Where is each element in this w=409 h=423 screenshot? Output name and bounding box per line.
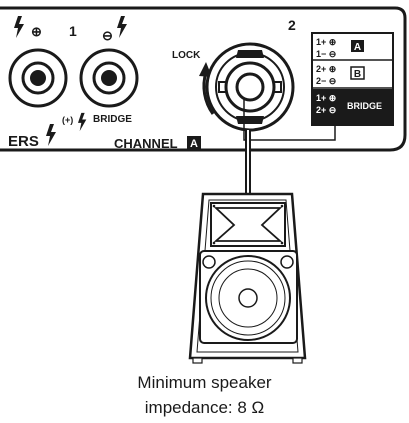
bridge-plus-label: (+) [62, 115, 73, 125]
phone-jack-left[interactable] [8, 48, 68, 108]
lock-label: LOCK [172, 50, 201, 61]
amplifier-panel [0, 6, 407, 152]
pin-table: 1+ ⊕ 1− ⊖ A 2+ ⊕ 2− ⊖ B 1+ ⊕ 2+ ⊖ BRIDGE [311, 32, 394, 126]
channel-badge [187, 136, 201, 149]
pin-row-1-line-1: 1+ ⊕ [316, 37, 336, 47]
bridge-label: BRIDGE [93, 114, 132, 125]
caption-line-2: impedance: 8 Ω [144, 398, 265, 417]
channel-letter: A [190, 138, 198, 150]
pin-row-2-line-2: 2− ⊖ [316, 76, 336, 86]
horn-tweeter [210, 202, 286, 247]
leader-lines [243, 99, 336, 141]
woofer [205, 255, 291, 341]
pin-row-1-line-2: 1− ⊖ [316, 49, 336, 59]
pin-row-2-line-1: 2+ ⊕ [316, 64, 336, 74]
pin-row-3-line-2: 2+ ⊖ [316, 105, 336, 115]
connector-2-label: 2 [288, 17, 296, 33]
polarity-minus-label: ⊖ [102, 28, 113, 43]
pin-row-1-badge: A [354, 42, 361, 53]
connector-1-label: 1 [69, 23, 77, 39]
channel-label: CHANNEL [114, 136, 178, 151]
caption-line-1: Minimum speaker [137, 373, 272, 392]
polarity-plus-label: ⊕ [31, 24, 42, 39]
speakers-label-partial: ERS [8, 133, 39, 150]
phone-jack-right[interactable] [79, 48, 139, 108]
pin-row-3-badge: BRIDGE [347, 101, 382, 111]
pin-row-3-line-1: 1+ ⊕ [316, 93, 336, 103]
speakon-connector-icon[interactable] [205, 42, 295, 132]
pin-row-2-badge: B [354, 69, 361, 80]
speaker-cabinet-icon [188, 192, 307, 364]
